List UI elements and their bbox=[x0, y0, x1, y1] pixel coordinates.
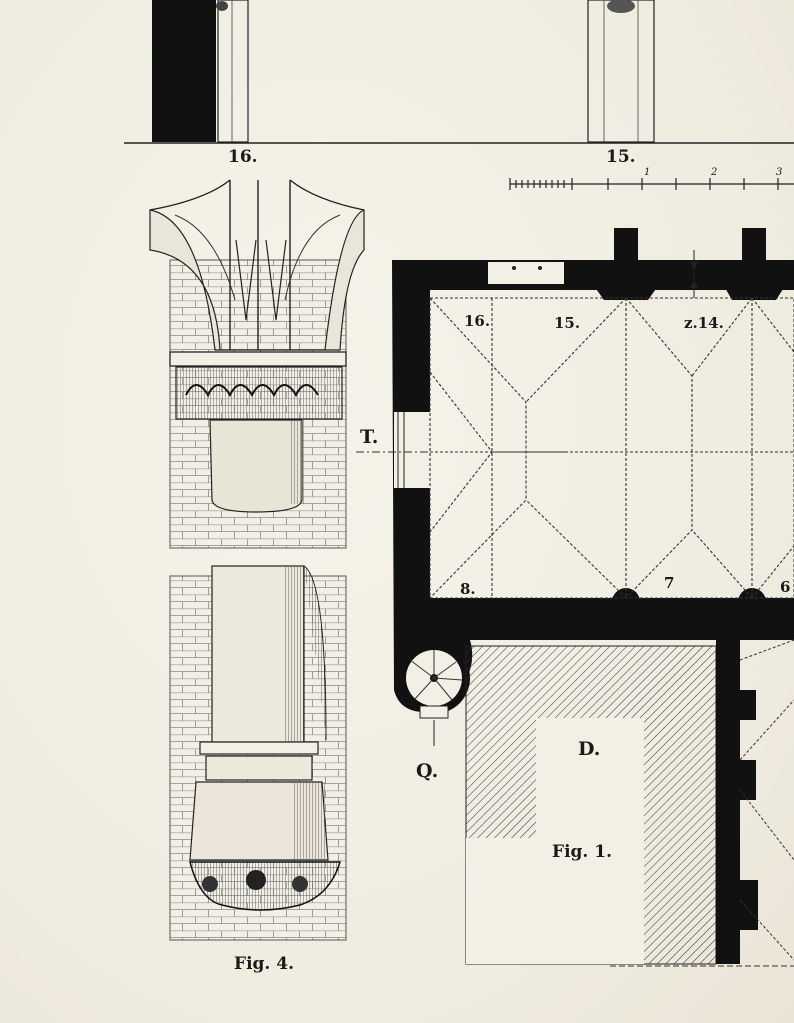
elevation-label-16: 16. bbox=[228, 147, 258, 167]
elevation-shaft-15 bbox=[587, 0, 655, 143]
scale-tick-1: 1 bbox=[644, 167, 651, 178]
bay-label-7: 7 bbox=[664, 574, 675, 592]
top-elevation bbox=[124, 0, 794, 144]
fig4-capital bbox=[149, 179, 365, 549]
fig4-base bbox=[169, 565, 347, 941]
fig1-caption: Fig. 1. bbox=[552, 842, 612, 862]
elevation-label-15: 15. bbox=[606, 147, 636, 167]
mark-T: T. bbox=[360, 426, 379, 448]
elevation-pier-16 bbox=[152, 0, 216, 142]
elevation-shaft-16 bbox=[217, 0, 249, 143]
scale-tick-2: 2 bbox=[711, 167, 718, 178]
mark-D: D. bbox=[578, 738, 601, 760]
bay-label-6: 6 bbox=[780, 578, 791, 596]
fig4-caption: Fig. 4. bbox=[234, 954, 294, 974]
mark-Q: Q. bbox=[416, 760, 439, 782]
fig1-plan bbox=[356, 228, 794, 967]
bay-label-z14: z.14. bbox=[684, 314, 724, 332]
scale-tick-3: 3 bbox=[776, 167, 783, 178]
bay-label-15: 15. bbox=[554, 314, 581, 332]
bay-label-8: 8. bbox=[460, 580, 476, 598]
scale-bar bbox=[509, 178, 794, 190]
bay-label-16: 16. bbox=[464, 312, 491, 330]
